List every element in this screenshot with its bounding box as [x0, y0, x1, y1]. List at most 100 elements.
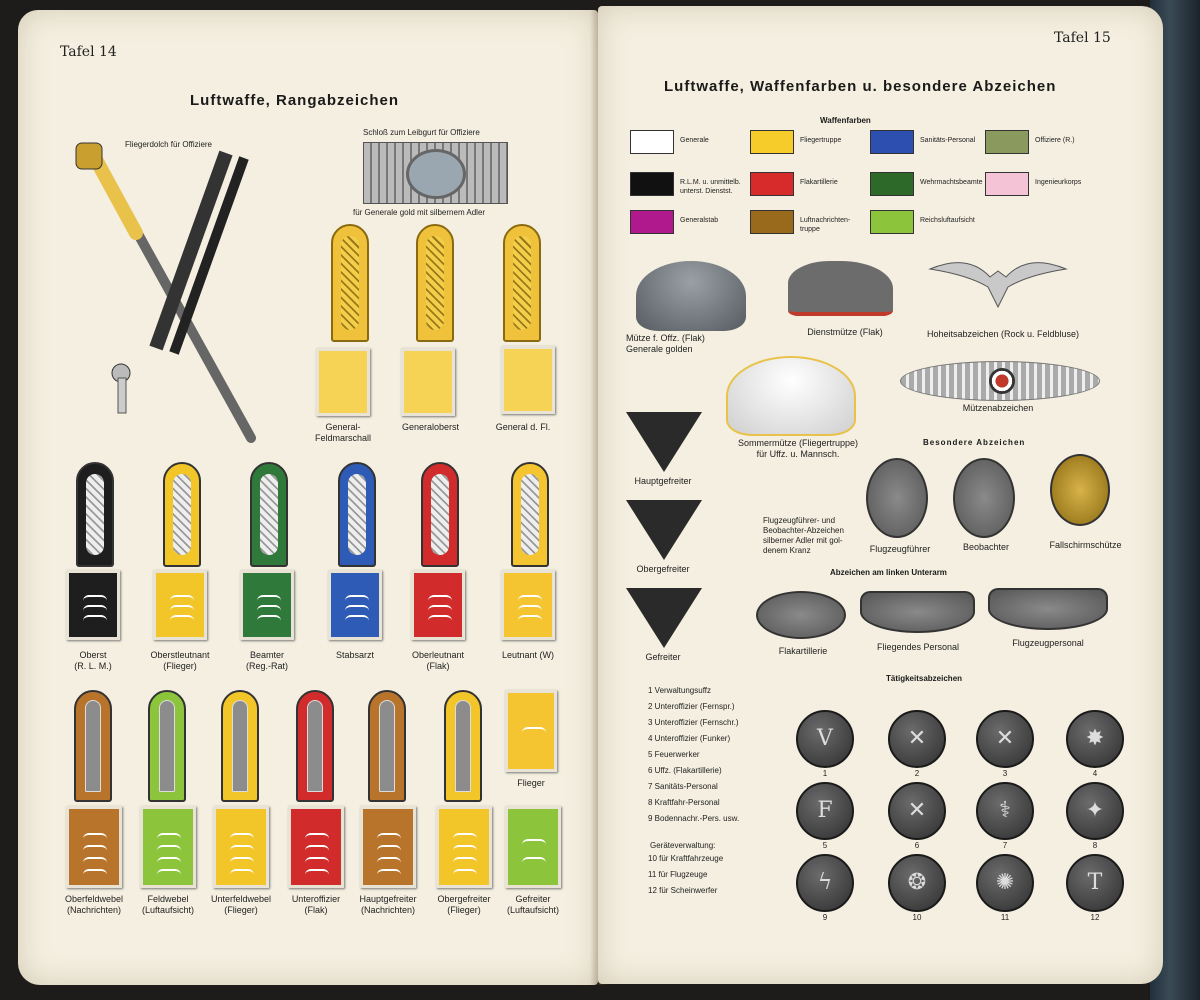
wing-mark: [83, 833, 107, 839]
wing-mark: [428, 595, 452, 601]
wing-mark: [305, 857, 329, 863]
observer-badge-illustration: [953, 458, 1015, 538]
rank-label: Stabsarzt: [335, 650, 375, 660]
trade-badge-icon: ❂: [888, 854, 946, 912]
plate-number: Tafel 14: [60, 44, 117, 60]
wing-mark: [518, 615, 542, 621]
eagle-emblem-illustration: [928, 251, 1068, 313]
color-swatch: [870, 130, 914, 154]
wing-mark: [230, 857, 254, 863]
shoulder-strap-generaloberst: [416, 224, 454, 342]
chevron-hauptgefreiter: [626, 412, 702, 472]
collar-patch: [411, 570, 465, 640]
wing-mark: [345, 605, 369, 611]
wing-mark: [453, 857, 477, 863]
color-swatch: [630, 210, 674, 234]
dagger-caption: Fliegerdolch für Offiziere: [125, 140, 212, 149]
trade-list-item: 3 Unteroffizier (Fernschr.): [648, 718, 739, 727]
wing-mark: [83, 869, 107, 875]
rank-label: Flieger: [517, 778, 545, 788]
wing-mark: [257, 595, 281, 601]
wing-mark: [170, 605, 194, 611]
shoulder-strap: [74, 690, 112, 802]
badge-caption: Flugzeugführer: [869, 544, 931, 554]
wing-mark: [230, 845, 254, 851]
wing-mark: [305, 869, 329, 875]
chevron-caption: Obergefreiter: [636, 564, 690, 574]
wing-mark: [377, 833, 401, 839]
rank-label: Hauptgefreiter (Nachrichten): [359, 894, 417, 915]
shoulder-strap: [163, 462, 201, 567]
collar-patch-flieger: [505, 690, 557, 772]
cap-badge-caption: Mützenabzeichen: [962, 403, 1034, 413]
wing-mark: [257, 615, 281, 621]
trade-list-item: 9 Bodennachr.-Pers. usw.: [648, 814, 740, 823]
swatch-label: Wehrmachtsbeamte: [920, 179, 983, 186]
equipment-list-item: 12 für Scheinwerfer: [648, 886, 718, 895]
rank-label: Unteroffizier (Flak): [291, 894, 341, 915]
trade-badge-number: 10: [912, 913, 922, 922]
shoulder-strap: [221, 690, 259, 802]
section-title-taetigkeit: Tätigkeitsabzeichen: [886, 674, 963, 683]
rank-label: Gefreiter (Luftaufsicht): [506, 894, 560, 915]
trade-badge-number: 11: [1000, 913, 1010, 922]
swatch-label: Luftnachrichten- truppe: [800, 217, 851, 233]
paratrooper-badge-illustration: [1050, 454, 1110, 526]
shoulder-strap-feldmarschall: [331, 224, 369, 342]
shoulder-strap-general: [503, 224, 541, 342]
collar-patch-generaloberst: [401, 348, 455, 416]
color-swatch: [870, 172, 914, 196]
color-swatch: [630, 130, 674, 154]
shoulder-strap: [444, 690, 482, 802]
strap-braid: [348, 474, 366, 555]
strap-inner: [455, 700, 471, 792]
strap-inner: [159, 700, 175, 792]
strap-inner: [232, 700, 248, 792]
pilot-badge-illustration: [866, 458, 928, 538]
color-swatch: [985, 172, 1029, 196]
collar-patch: [213, 806, 269, 888]
shoulder-strap: [76, 462, 114, 567]
wing-mark: [170, 595, 194, 601]
trade-list-item: 6 Uffz. (Flakartillerie): [648, 766, 722, 775]
wing-mark: [522, 857, 546, 863]
dagger-illustration: [66, 138, 286, 458]
trade-list-item: 5 Feuerwerker: [648, 750, 700, 759]
officer-cap-illustration: [636, 261, 746, 331]
trade-list-item: 2 Unteroffizier (Fernspr.): [648, 702, 735, 711]
wing-mark: [83, 605, 107, 611]
plate-number: Tafel 15: [1054, 30, 1111, 46]
badge-caption: Fallschirmschütze: [1049, 540, 1122, 550]
summer-cap-illustration: [726, 356, 856, 436]
trade-list-item: 8 Kraftfahr-Personal: [648, 798, 720, 807]
swatch-label: Ingenieurkorps: [1035, 179, 1082, 186]
equipment-list-item: 10 für Kraftfahrzeuge: [648, 854, 724, 863]
rank-label: Generaloberst: [401, 422, 460, 432]
wing-mark: [428, 615, 452, 621]
cap-badge-illustration: [900, 361, 1100, 401]
wing-mark: [453, 845, 477, 851]
rank-label: Oberleutnant (Flak): [411, 650, 465, 671]
section-title-unterarm: Abzeichen am linken Unterarm: [830, 568, 947, 577]
wing-mark: [170, 615, 194, 621]
sleeve-badge-caption: Flugzeugpersonal: [1012, 638, 1084, 648]
trade-list-item: 4 Unteroffizier (Funker): [648, 734, 731, 743]
shoulder-strap: [421, 462, 459, 567]
swatch-label: Generale: [680, 137, 709, 144]
color-swatch: [985, 130, 1029, 154]
trade-badge-number: 2: [914, 769, 920, 778]
trade-badge-icon: T: [1066, 854, 1124, 912]
collar-patch: [328, 570, 382, 640]
wing-mark: [428, 605, 452, 611]
wing-mark: [453, 869, 477, 875]
wing-mark: [257, 605, 281, 611]
rank-label: Oberstleutnant (Flieger): [150, 650, 210, 671]
swatch-label: Offiziere (R.): [1035, 137, 1075, 144]
wing-mark: [377, 857, 401, 863]
wing-mark: [345, 615, 369, 621]
shoulder-strap: [511, 462, 549, 567]
strap-braid: [521, 474, 539, 555]
page-title: Luftwaffe, Rangabzeichen: [190, 92, 400, 109]
wing-mark: [83, 845, 107, 851]
wing-mark: [305, 845, 329, 851]
